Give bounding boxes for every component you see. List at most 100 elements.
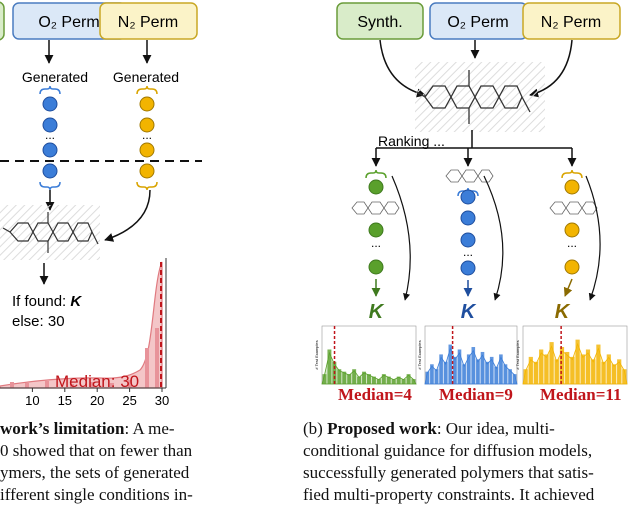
hist-bar <box>406 374 411 384</box>
left-bar <box>45 381 49 388</box>
left-brace-blue-bottom <box>39 181 61 191</box>
left-xtick-label: 10 <box>25 393 39 408</box>
left-bar <box>90 382 94 388</box>
left-bar <box>145 348 149 388</box>
hist-bar <box>425 371 430 384</box>
right-k-orange: K <box>555 301 571 323</box>
left-generated-label-1: Generated <box>22 69 88 85</box>
hist-blue: # Test Examples <box>417 325 518 385</box>
right-orange-loop-arrow <box>585 175 601 301</box>
right-green-dot-2 <box>368 222 384 238</box>
hist-bar <box>580 354 585 384</box>
left-bar <box>70 384 74 388</box>
hist-bar <box>485 361 489 384</box>
left-n2-label: N₂ Perm <box>118 14 178 31</box>
left-orange-ellipsis: ... <box>142 128 152 142</box>
hist-bar <box>376 379 381 384</box>
hist-ylabel: # Test Examples <box>515 340 520 369</box>
left-molecule <box>0 205 100 260</box>
left-orange-dot-3 <box>139 142 155 158</box>
right-orange-dot-1 <box>564 179 580 195</box>
hist-bar <box>457 349 462 384</box>
hist-bar <box>575 339 580 384</box>
hist-bar <box>528 356 533 384</box>
right-n2-label: N₂ Perm <box>541 14 601 31</box>
hist-bar <box>362 371 367 384</box>
right-blue-dot-4 <box>460 260 476 276</box>
hist-bar <box>570 356 575 384</box>
hist-bar <box>448 344 453 384</box>
left-orange-dot-1 <box>139 96 155 112</box>
hist-bar <box>508 369 512 384</box>
hist-bar <box>611 364 617 384</box>
hist-bar <box>601 361 606 384</box>
hist-bar <box>367 374 371 384</box>
right-o2-label: O₂ Perm <box>447 14 508 31</box>
hist-bar <box>439 354 443 384</box>
right-brace-orange <box>561 169 583 179</box>
left-orange-curve-arrow <box>104 189 151 242</box>
left-blue-dot-3 <box>42 142 58 158</box>
right-blue-dot-2 <box>460 210 476 226</box>
left-xtick-label: 25 <box>122 393 136 408</box>
hist-bar <box>539 349 544 384</box>
right-brace-green <box>365 169 387 179</box>
hist-bar <box>386 376 391 384</box>
right-k-blue: K <box>461 301 477 323</box>
hist-bar <box>337 369 342 384</box>
hist-bar <box>396 376 401 384</box>
left-orange-dot-4 <box>139 163 155 179</box>
hist-bar <box>476 359 480 384</box>
left-caption: work’s limitation: A me- 0 showed that o… <box>0 419 193 504</box>
hist-ylabel: # Test Examples <box>314 340 319 369</box>
hist-bar <box>347 374 352 384</box>
right-n2-box <box>522 2 621 40</box>
hist-bar <box>401 379 406 384</box>
hist-bar <box>591 359 596 384</box>
right-blue-loop-arrow <box>483 175 504 301</box>
left-bar <box>155 328 159 388</box>
hist-bar <box>352 369 357 384</box>
left-blue-dot-2 <box>42 117 58 133</box>
left-else: else: 30 <box>12 313 65 330</box>
right-orange-ellipsis: ... <box>567 236 577 250</box>
right-blue-dot-1 <box>460 189 476 205</box>
left-brace-orange-bottom <box>136 181 158 191</box>
right-green-dot-3 <box>368 259 384 275</box>
hist-bar <box>443 361 448 384</box>
left-generated-label-2: Generated <box>113 69 179 85</box>
right-orange-dot-3 <box>564 259 580 275</box>
left-n2-box <box>99 2 198 40</box>
hist-bar <box>533 361 539 384</box>
left-bar <box>128 380 132 388</box>
hist-bar <box>494 366 499 384</box>
hist-bar <box>622 369 627 384</box>
hist-bar <box>512 374 517 384</box>
hist-orange: # Test Examples <box>515 325 628 385</box>
hist-bar <box>596 344 601 384</box>
left-caption-bold: work’s limitation <box>0 419 125 438</box>
right-orange-dot-2 <box>564 222 580 238</box>
left-xtick-label: 15 <box>58 393 72 408</box>
right-synth-label: Synth. <box>357 14 402 31</box>
right-blue-dot-3 <box>460 232 476 248</box>
left-blue-dot-1 <box>42 96 58 112</box>
hist-bar <box>565 351 570 384</box>
hist-bar <box>322 374 327 384</box>
left-o2-label: O₂ Perm <box>38 14 99 31</box>
hist-bar <box>544 354 549 384</box>
left-xtick-label: 20 <box>90 393 104 408</box>
hist-bar <box>523 369 528 384</box>
hist-bar <box>480 351 485 384</box>
right-median-1: Median=4 <box>338 385 412 404</box>
right-molecule <box>415 62 545 132</box>
right-green-mol <box>351 201 400 215</box>
hist-green: # Test Examples <box>314 325 417 385</box>
hist-ylabel: # Test Examples <box>417 340 422 369</box>
right-ranking-label: Ranking ... <box>378 133 445 149</box>
right-green-dot-1 <box>368 179 384 195</box>
hist-bar <box>617 359 622 384</box>
hist-bar <box>411 379 416 384</box>
left-k-symbol: K <box>70 293 82 310</box>
